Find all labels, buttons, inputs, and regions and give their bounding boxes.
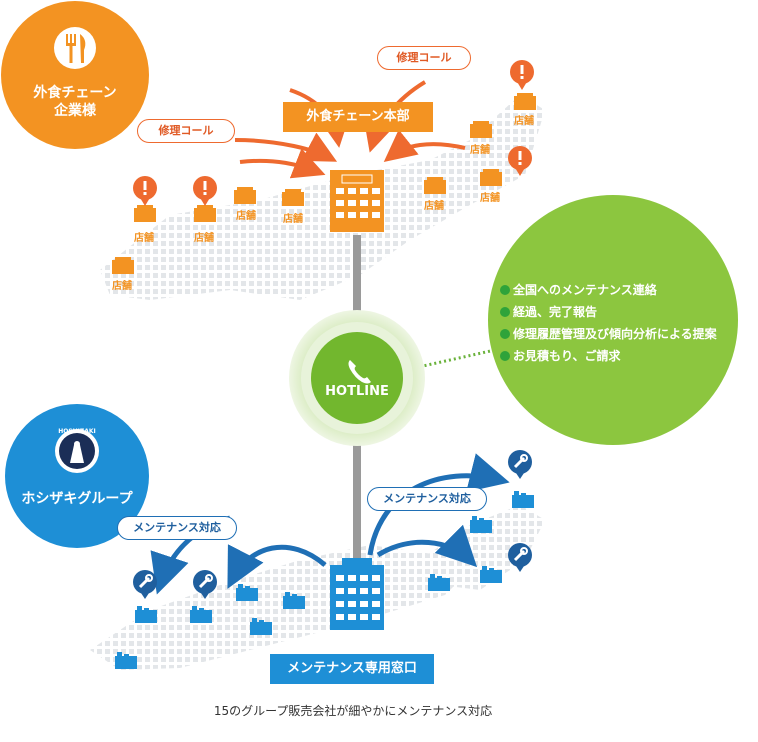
bullet-dot-icon: [500, 329, 510, 339]
footer-caption: 15のグループ販売会社が細やかにメンテナンス対応: [213, 704, 493, 718]
client-name: 外食チェーン 企業様: [15, 84, 135, 120]
service-item: 修理履歴管理及び傾向分析による提案: [500, 325, 717, 342]
service-item-text: お見積もり、ご請求: [513, 349, 621, 363]
repair-call-left-label: 修理コール: [137, 119, 235, 143]
fork-knife-icon: [54, 27, 96, 69]
client-name-line1: 外食チェーン: [33, 85, 117, 101]
hq-label: 外食チェーン本部: [283, 102, 433, 132]
services-circle: [488, 195, 738, 445]
bullet-dot-icon: [500, 285, 510, 295]
service-item: 全国へのメンテナンス連絡: [500, 281, 657, 298]
bullet-dot-icon: [500, 307, 510, 317]
store-label: 店舗: [236, 211, 256, 222]
maintenance-right-label: メンテナンス対応: [367, 487, 487, 511]
provider-logo-text: HOSHIZAKI: [58, 428, 96, 435]
service-item: 経過、完了報告: [500, 303, 597, 320]
provider-circle: [5, 404, 149, 548]
store-label: 店舗: [194, 233, 214, 244]
hotline-label: HOTLINE: [325, 384, 389, 399]
provider-name: ホシザキグループ: [21, 491, 133, 507]
store-label: 店舗: [112, 281, 132, 292]
store-label: 店舗: [134, 233, 154, 244]
store-label: 店舗: [470, 145, 490, 156]
service-item-text: 修理履歴管理及び傾向分析による提案: [513, 327, 717, 341]
maintenance-window-label: メンテナンス専用窓口: [270, 654, 434, 684]
service-location-icons: [115, 491, 534, 669]
service-item: お見積もり、ご請求: [500, 347, 621, 364]
bullet-dot-icon: [500, 351, 510, 361]
client-name-line2: 企業様: [54, 103, 96, 119]
maintenance-building-icon: [330, 558, 384, 630]
wrench-icons: [133, 450, 532, 599]
store-label: 店舗: [283, 214, 303, 225]
repair-call-right-label: 修理コール: [377, 46, 471, 70]
client-circle: [1, 1, 149, 149]
store-label: 店舗: [424, 201, 444, 212]
maintenance-left-label: メンテナンス対応: [117, 516, 237, 540]
store-icons: [112, 93, 536, 274]
service-item-text: 経過、完了報告: [513, 305, 598, 319]
store-label: 店舗: [514, 116, 534, 127]
hoshizaki-logo: [55, 429, 99, 473]
service-item-text: 全国へのメンテナンス連絡: [513, 283, 657, 297]
alert-icons: [133, 60, 534, 206]
repair-call-arrows: [234, 80, 466, 179]
phone-icon: [348, 360, 371, 384]
store-label: 店舗: [480, 193, 500, 204]
hq-building-icon: [330, 170, 384, 232]
